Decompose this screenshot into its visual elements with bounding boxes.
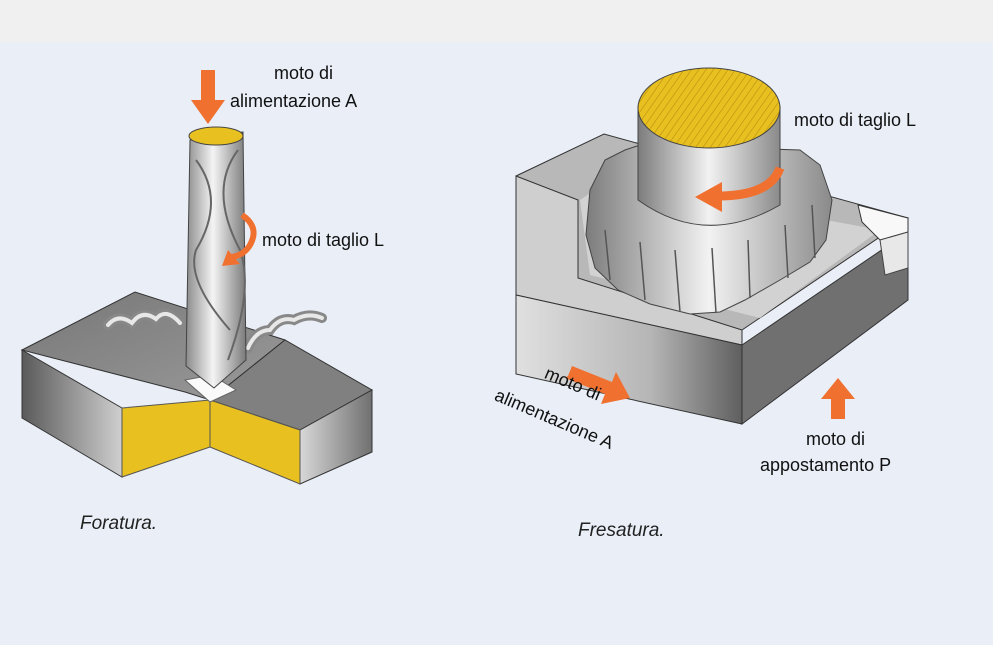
drill-caption: Foratura. [80, 513, 158, 534]
drilling-illustration [20, 70, 374, 485]
drill-section-right [209, 399, 301, 485]
mill-set-label-line2: appostamento P [760, 455, 892, 475]
mill-set-arrow [821, 378, 855, 419]
drill-cut-label: moto di taglio L [262, 230, 385, 250]
mill-set-label-line1: moto di [806, 429, 866, 449]
mill-top-face [637, 67, 781, 149]
drill-section-left [121, 399, 211, 478]
mill-rotation-arrow [717, 166, 785, 201]
mill-cut-label: moto di taglio L [794, 110, 917, 130]
mill-caption: Fresatura. [578, 520, 665, 541]
drill-top-face [188, 126, 244, 146]
milling-illustration [515, 67, 910, 425]
drill-feed-label-line2: alimentazione A [230, 91, 358, 111]
mill-feed-arrow [565, 366, 630, 404]
mill-block-right-face [741, 231, 909, 425]
drill-feed-arrow [191, 70, 225, 124]
drill-rotation-arrow [231, 212, 257, 260]
drill-feed-label-line1: moto di [274, 63, 334, 83]
